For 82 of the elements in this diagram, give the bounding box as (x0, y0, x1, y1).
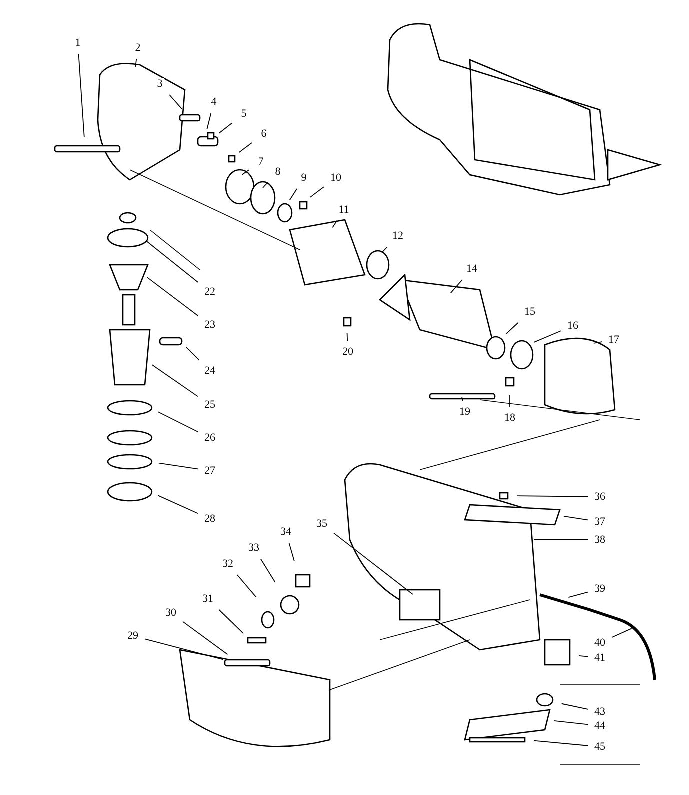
callout-number: 17 (608, 334, 620, 346)
leader-line (262, 182, 268, 188)
leader-line (158, 462, 198, 470)
callout-number: 6 (260, 128, 268, 140)
callout-number: 32 (222, 558, 234, 570)
callout-number: 20 (342, 346, 354, 358)
callout-number: 41 (594, 652, 606, 664)
callout-number: 40 (594, 637, 606, 649)
leader-line (182, 621, 228, 656)
leader-line (206, 112, 212, 130)
leader-line (186, 346, 200, 360)
callout-number: 26 (204, 432, 216, 444)
leader-line (382, 246, 388, 254)
callout-number: 28 (204, 513, 216, 525)
leader-line (169, 94, 183, 110)
leader-line (242, 170, 250, 176)
callout-number: 24 (204, 365, 216, 377)
callout-number: 2 (134, 42, 142, 54)
leader-line (158, 412, 198, 432)
callout-number: 37 (594, 516, 606, 528)
leader-line (346, 332, 348, 342)
callout-number: 22 (204, 286, 216, 298)
callout-number: 15 (524, 306, 536, 318)
callout-number: 44 (594, 720, 606, 732)
leader-line (534, 740, 588, 746)
leader-line (554, 720, 588, 726)
leader-line (534, 330, 562, 343)
callout-number: 8 (274, 166, 282, 178)
callout-number: 43 (594, 706, 606, 718)
callout-number: 19 (458, 406, 472, 418)
callout-number: 23 (204, 319, 216, 331)
leader-line (152, 364, 198, 398)
leader-line (516, 496, 588, 498)
leader-line (146, 276, 198, 316)
leader-line (158, 495, 198, 514)
callout-number: 9 (300, 172, 308, 184)
leader-line (288, 542, 295, 562)
leader-line (236, 574, 257, 598)
leader-line (578, 655, 588, 658)
callout-number: 14 (466, 263, 478, 275)
leader-line (146, 241, 198, 283)
leader-line (450, 280, 463, 294)
leader-line (563, 516, 588, 521)
leader-line (260, 558, 276, 583)
callout-number: 31 (202, 593, 214, 605)
leader-line (78, 54, 85, 138)
callout-number: 27 (204, 465, 216, 477)
callout-number: 33 (248, 542, 260, 554)
callout-number: 3 (156, 78, 164, 90)
leader-line (310, 186, 324, 198)
callout-number: 4 (210, 96, 218, 108)
leader-line (218, 122, 232, 134)
leader-line (144, 638, 224, 660)
callout-number: 45 (594, 741, 606, 753)
callout-number: 25 (204, 399, 216, 411)
leader-line (462, 396, 464, 402)
callout-number: 39 (594, 583, 606, 595)
callout-number: 30 (164, 607, 178, 619)
callout-number: 36 (594, 491, 606, 503)
leader-line (332, 220, 338, 228)
leader-line (238, 142, 252, 154)
callout-number: 11 (338, 204, 350, 216)
callout-number: 7 (257, 156, 265, 168)
leader-line (568, 592, 588, 598)
callout-number: 16 (566, 320, 580, 332)
leader-line (289, 188, 298, 201)
leader-line (612, 628, 632, 638)
callout-number: 34 (280, 526, 292, 538)
leader-line (135, 58, 138, 68)
callout-number: 18 (504, 412, 516, 424)
leader-line (593, 342, 602, 344)
leader-line (506, 322, 519, 334)
leader-line (334, 532, 414, 595)
callout-number: 29 (126, 630, 140, 642)
leader-line (561, 703, 588, 710)
callout-number: 38 (594, 534, 606, 546)
leader-line (218, 610, 244, 634)
callout-number: 10 (330, 172, 342, 184)
callout-number: 12 (392, 230, 404, 242)
callout-number: 5 (240, 108, 248, 120)
callout-number: 1 (74, 37, 82, 49)
callout-number: 35 (316, 518, 328, 530)
